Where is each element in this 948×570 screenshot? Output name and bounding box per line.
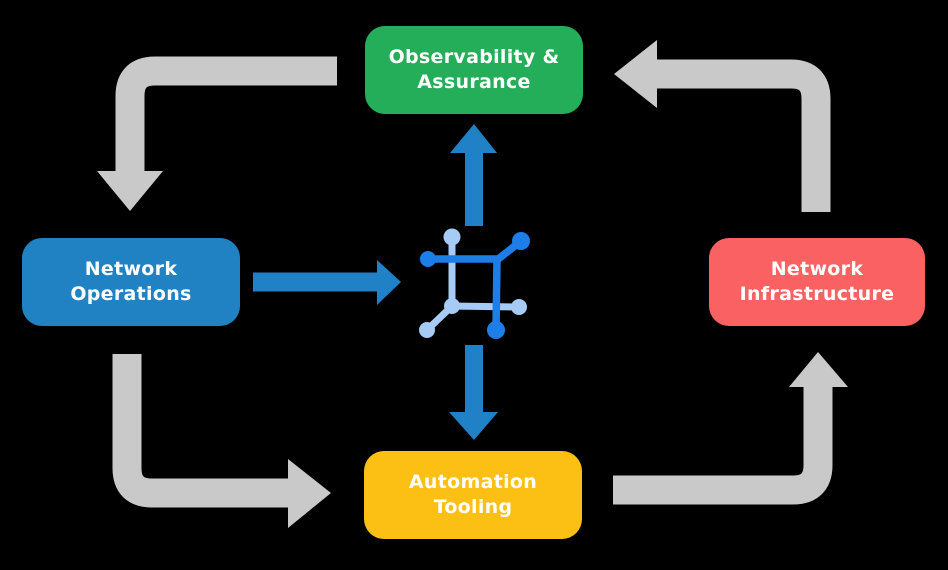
cycle-arrow-automation-to-infrastructure: [613, 352, 848, 505]
node-label: Observability & Assurance: [389, 45, 560, 95]
arrow-shaft: [112, 354, 288, 508]
node-label-line2: Assurance: [417, 71, 531, 93]
node-label-line1: Network: [84, 257, 178, 280]
cycle-arrow-operations-to-automation: [112, 354, 331, 528]
node-label-line1: Observability &: [388, 45, 560, 68]
arrow-shaft: [613, 387, 833, 505]
node-network-infrastructure: Network Infrastructure: [709, 238, 925, 326]
arrow-head-right-icon: [377, 260, 401, 305]
node-label-line2: Infrastructure: [739, 283, 895, 305]
node-network-operations: Network Operations: [22, 238, 240, 326]
arrow-head-right-icon: [288, 459, 331, 528]
arrow-head-up-icon: [450, 124, 497, 153]
arrow-shaft: [115, 56, 337, 172]
arrow-shaft: [657, 59, 831, 212]
flow-arrow-core-to-automation: [449, 345, 498, 440]
node-label-line1: Automation: [408, 470, 538, 493]
node-label-line2: Operations: [70, 283, 192, 305]
arrow-head-up-icon: [789, 352, 848, 387]
arrow-head-down-icon: [449, 412, 498, 440]
arrow-head-left-icon: [614, 40, 657, 108]
network-core-icon-dark-layer: [420, 232, 530, 339]
flow-arrow-core-to-observability: [450, 124, 497, 226]
flow-arrow-operations-to-core: [253, 260, 401, 305]
node-label-line1: Network: [770, 257, 864, 280]
node-observability-assurance: Observability & Assurance: [365, 26, 583, 114]
cycle-arrow-observability-to-operations: [97, 56, 337, 211]
network-core-icon: [419, 228, 530, 339]
node-label: Automation Tooling: [409, 470, 537, 520]
node-label-line2: Tooling: [433, 496, 513, 518]
node-label: Network Operations: [70, 257, 191, 307]
arrow-head-down-icon: [97, 171, 163, 211]
cycle-arrow-infrastructure-to-observability: [614, 40, 831, 212]
node-automation-tooling: Automation Tooling: [364, 451, 582, 539]
node-label: Network Infrastructure: [740, 257, 895, 307]
